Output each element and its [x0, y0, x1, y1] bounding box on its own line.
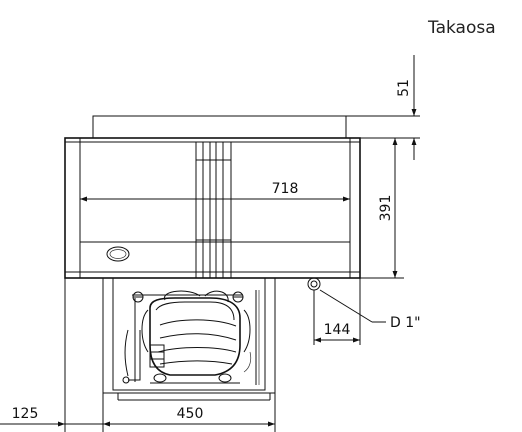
drawing-title: Takaosa	[427, 18, 496, 38]
dim-height-label: 391	[378, 195, 394, 222]
dim-drain-offset	[313, 278, 361, 345]
dim-top-offset-label: 51	[396, 79, 412, 97]
compressor-housing	[102, 277, 276, 401]
dim-drain-offset-label: 144	[324, 322, 351, 338]
cabinet-body	[64, 137, 361, 279]
center-post	[195, 141, 232, 279]
compressor-unit	[122, 290, 260, 385]
dim-top-offset	[346, 55, 420, 160]
dim-unit-width-label: 450	[177, 406, 204, 422]
dim-left-offset-label: 125	[12, 406, 39, 422]
oval-badge	[106, 246, 130, 262]
drain-label: D 1"	[390, 315, 421, 331]
top-lid	[92, 115, 347, 139]
dim-height	[360, 138, 404, 279]
dim-bottom	[0, 278, 276, 432]
dim-inner-width-label: 718	[272, 181, 299, 197]
drain-leader	[319, 289, 386, 323]
